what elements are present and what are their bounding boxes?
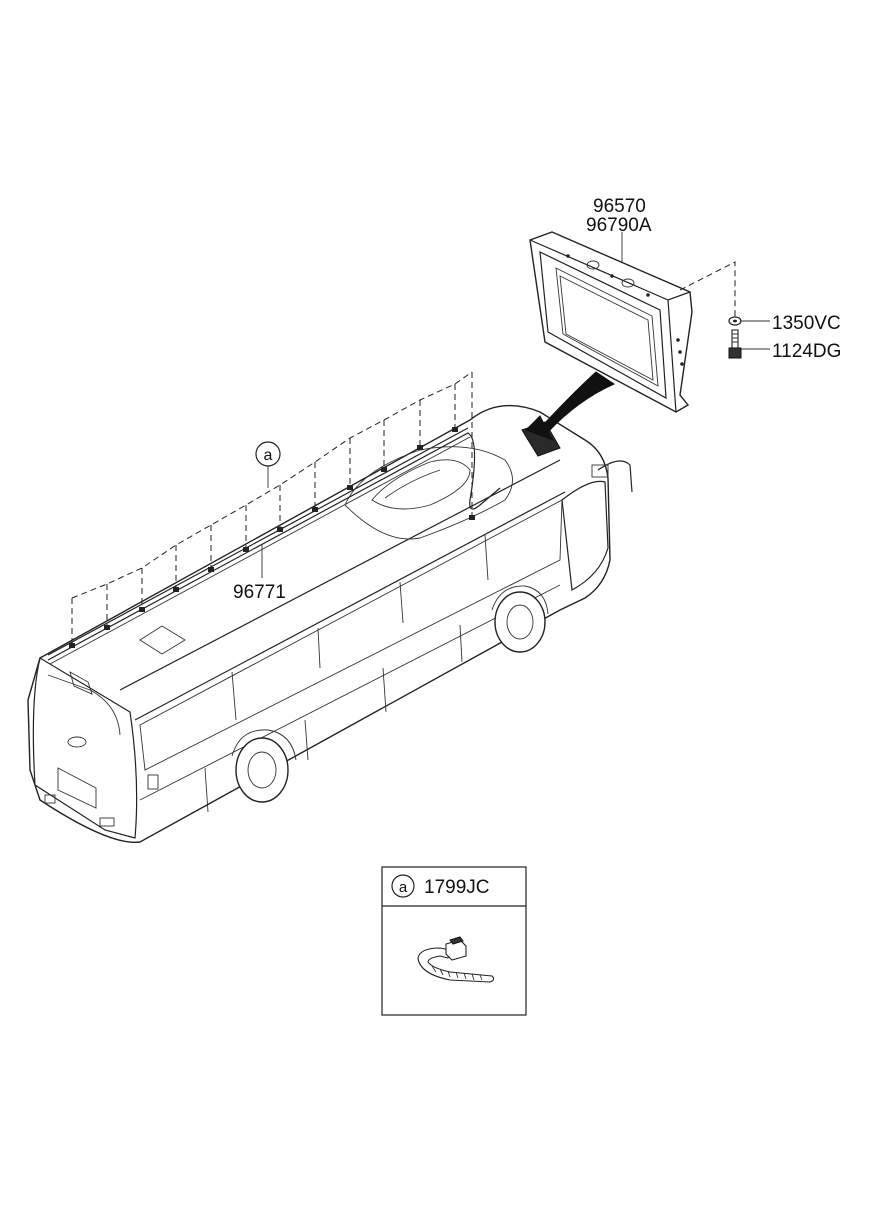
label-96790a: 96790A <box>586 215 652 236</box>
callout-a: a <box>255 441 281 488</box>
label-1124dg: 1124DG <box>772 341 841 362</box>
legend-callout-a: a <box>399 879 408 896</box>
washer-1350vc <box>728 316 770 326</box>
monitor-assembly <box>529 231 736 413</box>
legend-box: a 1799JC <box>381 866 527 1016</box>
harness-96771 <box>47 371 501 665</box>
label-96570: 96570 <box>593 196 646 217</box>
bus-illustration <box>27 404 633 844</box>
callout-a-text: a <box>264 447 273 464</box>
location-arrow <box>525 371 616 441</box>
label-96771: 96771 <box>233 582 286 603</box>
clip-guide-lines <box>71 371 473 645</box>
label-1350vc: 1350VC <box>772 313 841 334</box>
label-1799jc: 1799JC <box>424 877 490 898</box>
cable-tie-clip-icon <box>417 936 495 983</box>
bolt-1124dg <box>728 329 770 359</box>
